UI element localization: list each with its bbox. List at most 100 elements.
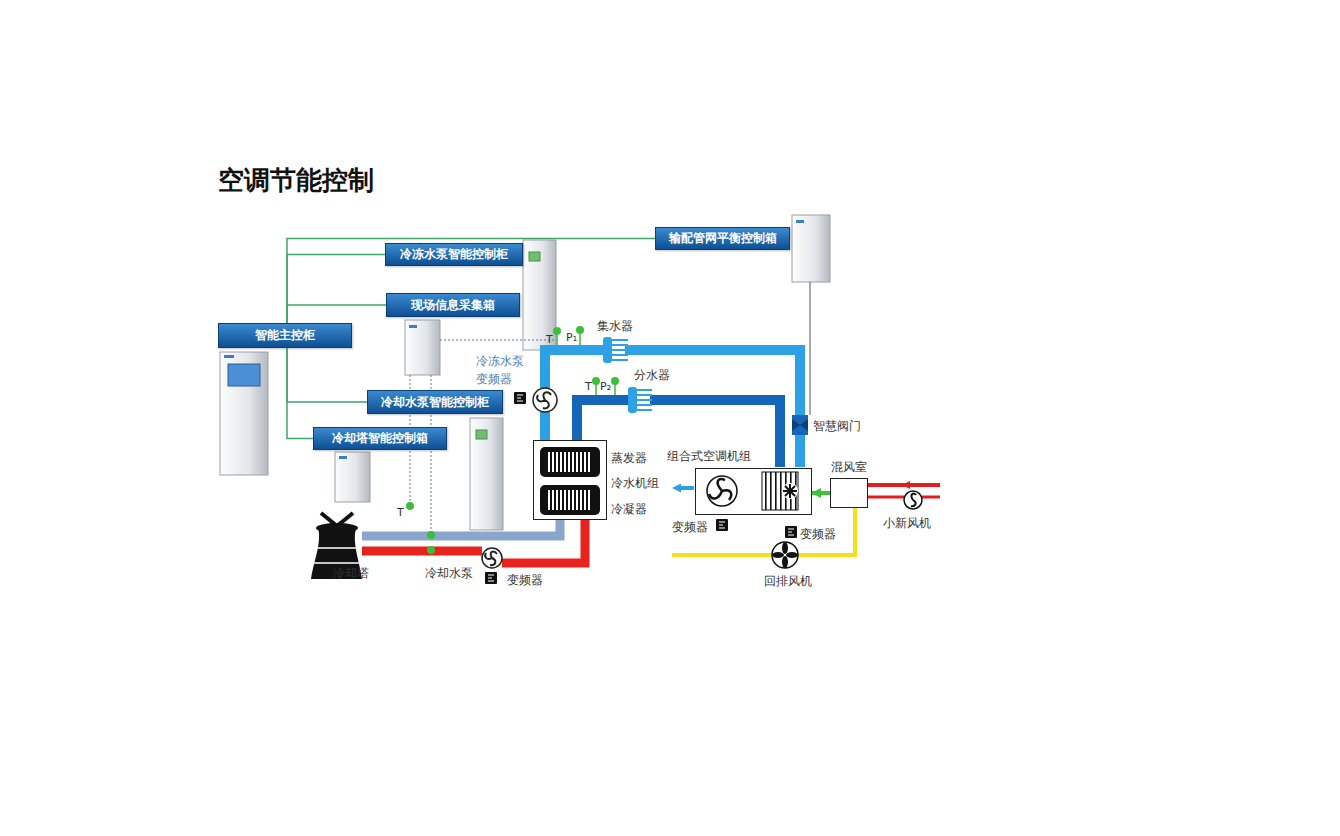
control-bus-line	[287, 305, 386, 323]
main-cabinet	[220, 352, 268, 475]
sensor-label: T	[585, 380, 592, 393]
sensor-dot	[592, 377, 600, 385]
supply-air-arrow	[676, 486, 694, 490]
control-label-tag: 智能主控柜	[218, 323, 352, 348]
snowflake-bg	[782, 483, 798, 499]
cabinet-screen	[476, 430, 487, 439]
pump-cabinet	[523, 240, 556, 350]
control-bus-line	[287, 348, 367, 402]
tube-bundle	[548, 490, 592, 510]
node-text: 冷却塔智能控制箱	[332, 430, 428, 447]
fan-blades	[911, 494, 916, 507]
return-fan	[772, 542, 798, 568]
node-text: 冷水机组	[611, 475, 659, 492]
chilled-pipe	[650, 400, 780, 467]
control-label-tag: 冷却塔智能控制箱	[313, 427, 447, 450]
inverter-mark	[788, 529, 794, 535]
control-label-tag: 冷却水泵智能控制柜	[367, 390, 503, 414]
tube-bundle	[548, 452, 592, 472]
manifold-stubs	[637, 390, 652, 410]
part-label: 集水器	[597, 318, 633, 335]
supply-manifold	[628, 387, 637, 413]
chilled-pipe	[577, 400, 630, 440]
collector-box	[405, 320, 440, 375]
diagram-title: 空调节能控制	[218, 163, 374, 198]
part-label: 小新风机	[883, 515, 931, 532]
part-label: 回排风机	[764, 573, 812, 590]
return-air-duct	[672, 508, 855, 555]
node-text: 智能主控柜	[255, 327, 315, 344]
inverter-icon	[785, 526, 797, 538]
chilled-pipe	[625, 350, 800, 467]
signal-wire	[440, 340, 557, 341]
part-label: 变频器	[672, 519, 708, 536]
node-text: 蒸发器	[611, 450, 647, 467]
sensor-label: T	[397, 506, 404, 519]
inverter-icon	[716, 519, 728, 531]
manifold-stubs	[612, 340, 628, 360]
cooling-coil	[762, 472, 798, 510]
node-text: 组合式空调机组	[667, 448, 751, 465]
return-manifold	[603, 337, 612, 363]
part-label: 冷却塔	[333, 565, 369, 582]
part-label: 变频器	[507, 572, 543, 589]
pump-impeller	[537, 392, 551, 408]
air-flow-arrow	[906, 483, 918, 487]
control-label-tag: 冷冻水泵智能控制柜	[385, 243, 523, 266]
cabinet-logo	[409, 325, 417, 328]
cabinet-screen	[228, 364, 260, 386]
inverter-mark	[719, 522, 725, 528]
sensor-dot	[427, 531, 435, 539]
part-label: 分水器	[634, 367, 670, 384]
cooling-pipe	[502, 520, 585, 563]
equipment-box: 混风室	[830, 478, 868, 508]
snowflake-symbol	[783, 484, 797, 498]
node-text: 混风室	[831, 459, 867, 476]
valve-wire	[810, 282, 811, 415]
sensor-stem	[557, 330, 615, 395]
supply-fan	[707, 476, 737, 506]
cabinet-screen	[529, 252, 540, 261]
control-cabinets	[220, 215, 830, 530]
valve-symbol	[792, 419, 808, 431]
evaporator	[540, 447, 600, 477]
sensor-label: P₁	[566, 331, 577, 344]
inverter-mark	[488, 575, 494, 581]
part-label: 变频器	[476, 371, 512, 388]
cabinet-logo	[339, 456, 347, 459]
pump-cabinet	[470, 418, 503, 530]
inverter-mark	[517, 395, 523, 401]
part-label: 变频器	[800, 526, 836, 543]
part-label: 冷却水泵	[425, 565, 473, 582]
fresh-air-fan	[904, 491, 922, 509]
cooling-pipe	[362, 520, 560, 536]
chilled-pipe	[540, 412, 550, 440]
valve-body	[792, 415, 808, 435]
cooling-pipe	[362, 547, 482, 556]
sensor-dot	[406, 502, 414, 510]
sensor-dot	[427, 546, 435, 554]
tower-control-box	[335, 452, 370, 502]
fan-blade	[782, 556, 788, 568]
part-label: 智慧阀门	[813, 418, 861, 435]
chilled-pipe	[545, 350, 605, 388]
sensor-dot	[553, 327, 561, 335]
cabinet-logo	[224, 355, 234, 358]
balance-control-box	[792, 215, 830, 282]
node-text: 冷凝器	[611, 501, 647, 518]
inverter-icon	[514, 392, 526, 404]
sensor-dot	[611, 377, 619, 385]
control-bus-line	[287, 348, 313, 439]
cabinet-logo	[796, 220, 804, 223]
control-bus-line	[287, 239, 655, 324]
tower-stripes	[314, 548, 360, 563]
air-flow-arrow	[812, 491, 830, 495]
sensor-label: P₂	[600, 380, 611, 393]
equipment-box: 组合式空调机组	[695, 468, 812, 515]
condenser	[540, 485, 600, 515]
cooling-pump	[482, 548, 502, 568]
node-text: 冷冻水泵智能控制柜	[400, 246, 508, 263]
node-text: 冷却水泵智能控制柜	[381, 394, 489, 411]
